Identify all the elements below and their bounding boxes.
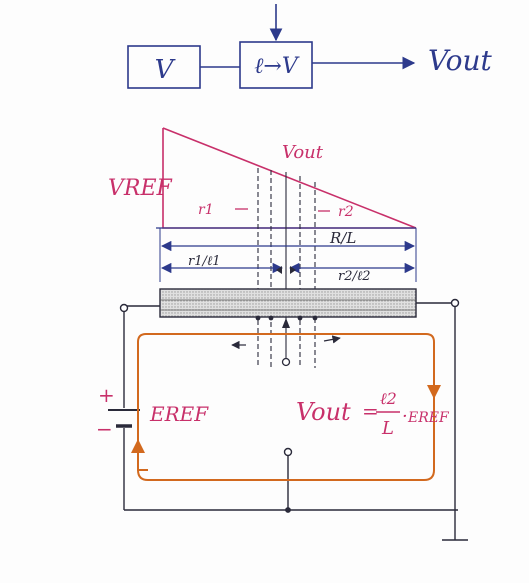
- formula-dot: ·: [402, 406, 408, 427]
- vref-label: VREF: [108, 176, 173, 201]
- left-terminal: [119, 303, 129, 313]
- formula-numerator: ℓ2: [380, 389, 397, 408]
- wiper-terminal: [281, 357, 291, 367]
- block-diagram: V ℓ→V Vout: [127, 4, 493, 89]
- current-loop: [131, 333, 441, 481]
- output-label: Vout: [428, 44, 493, 77]
- formula-denominator: L: [381, 418, 394, 439]
- formula-lhs: Vout: [296, 398, 351, 426]
- block-converter-label: ℓ→V: [254, 54, 300, 79]
- wiper-right-arrow-icon: [323, 335, 341, 344]
- r2-label: r2: [338, 204, 354, 220]
- wiper: [231, 266, 341, 367]
- output-formula: Vout = ℓ2 L · EREF: [296, 389, 450, 439]
- formula-terminal: [283, 447, 293, 457]
- resistive-track: [159, 288, 417, 318]
- r2l2-label: r2/ℓ2: [338, 269, 371, 284]
- right-terminal: [450, 298, 460, 308]
- dimension-lines: R/L r1/ℓ1 r2/ℓ2: [159, 228, 417, 284]
- r1-label: r1: [198, 202, 214, 218]
- battery-minus: −: [96, 417, 113, 441]
- block-v-label: V: [155, 55, 176, 85]
- rl-label: R/L: [329, 229, 356, 247]
- battery-plus: +: [98, 383, 115, 407]
- outer-circuit: [119, 298, 468, 541]
- vout-pink-label: Vout: [282, 142, 324, 163]
- wiper-center-arrows-icon: [276, 266, 296, 274]
- formula-rhs: EREF: [407, 410, 450, 426]
- resistor-strip: [159, 288, 417, 318]
- potential-gradient: VREF Vout r1 r2: [108, 127, 417, 229]
- r1l1-label: r1/ℓ1: [188, 254, 221, 269]
- eref-label: EREF: [149, 402, 209, 426]
- wiper-pointer-icon: [282, 318, 290, 328]
- battery-icon: [108, 409, 140, 428]
- formula-equals: =: [362, 399, 379, 423]
- block-converter: [239, 41, 313, 89]
